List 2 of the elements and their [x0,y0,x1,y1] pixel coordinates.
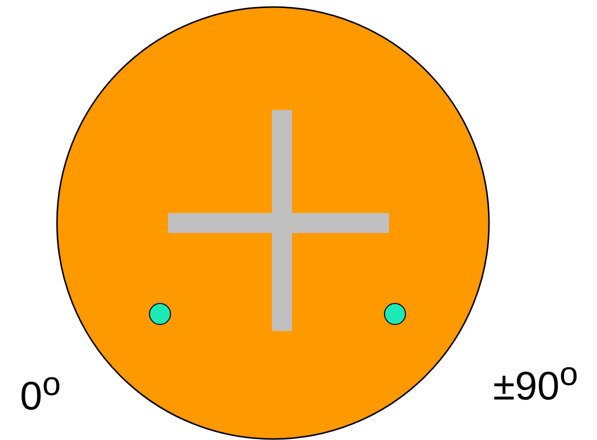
angle-label: 0$^{o}$ [20,368,61,416]
angle-label: ±90$^{o}$ [493,358,578,406]
